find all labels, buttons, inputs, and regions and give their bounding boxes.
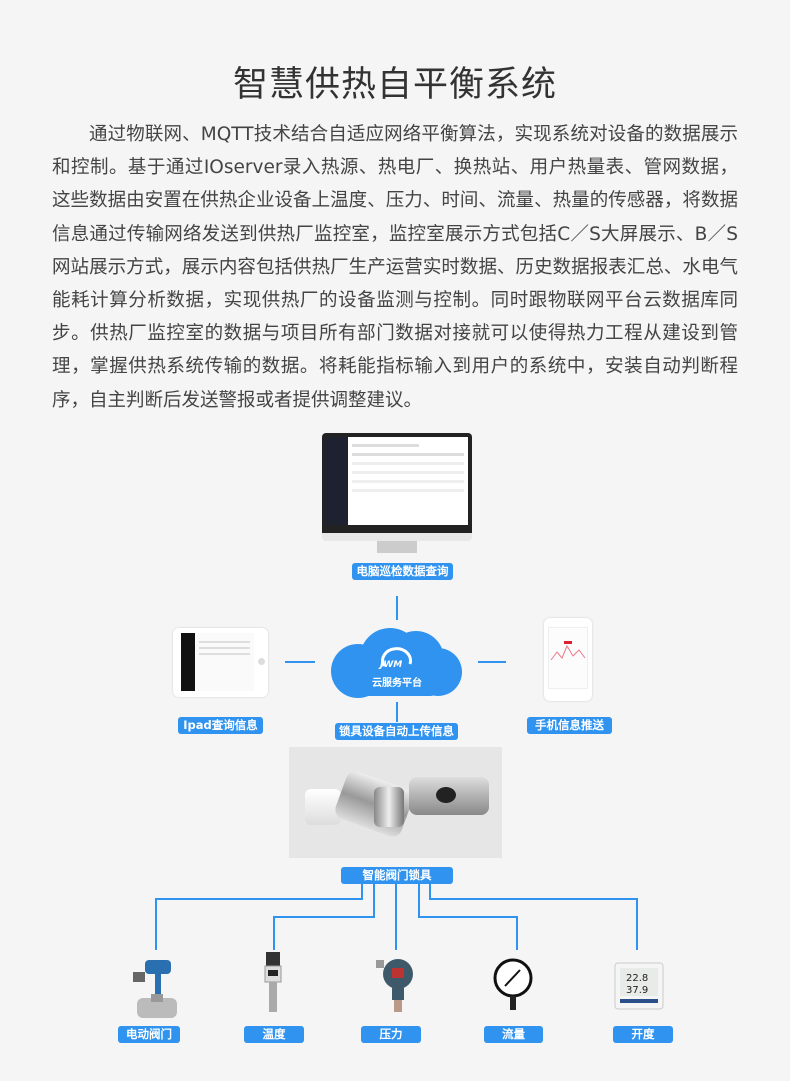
opening-display-icon: 22.8 37.9	[614, 962, 664, 1010]
cloud-logo: JWM	[380, 660, 403, 670]
monitor-image	[322, 433, 472, 556]
display-value-2: 37.9	[626, 985, 648, 996]
flow-gauge-icon	[493, 958, 533, 1010]
lock-label: 智能阀门锁具	[341, 867, 453, 884]
ipad-image	[173, 628, 268, 697]
display-value-1: 22.8	[626, 973, 648, 984]
ipad-label: Ipad查询信息	[178, 717, 263, 734]
device-label-temperature: 温度	[244, 1026, 304, 1043]
phone-image	[544, 618, 592, 701]
connector-line	[396, 596, 398, 620]
connector-line	[478, 661, 506, 663]
pressure-transmitter-icon	[376, 959, 413, 1012]
device-label-opening: 开度	[613, 1026, 673, 1043]
connector-line	[285, 661, 315, 663]
pc-label: 电脑巡检数据查询	[352, 563, 453, 580]
intro-paragraph: 通过物联网、MQTT技术结合自适应网络平衡算法，实现系统对设备的数据展示和控制。…	[52, 124, 738, 411]
connector-line	[396, 702, 398, 722]
device-label-pressure: 压力	[361, 1026, 421, 1043]
phone-label: 手机信息推送	[527, 717, 612, 734]
valve-lock-image	[289, 747, 502, 858]
cloud-icon	[331, 628, 462, 698]
electric-valve-icon	[133, 960, 177, 1018]
device-label-electric-valve: 电动阀门	[118, 1026, 180, 1043]
temperature-sensor-icon	[264, 952, 282, 1012]
page-title: 智慧供热自平衡系统	[232, 65, 557, 105]
cloud-label: 云服务平台	[372, 678, 422, 689]
upload-label: 锁具设备自动上传信息	[335, 723, 458, 740]
device-label-flow: 流量	[484, 1026, 543, 1043]
